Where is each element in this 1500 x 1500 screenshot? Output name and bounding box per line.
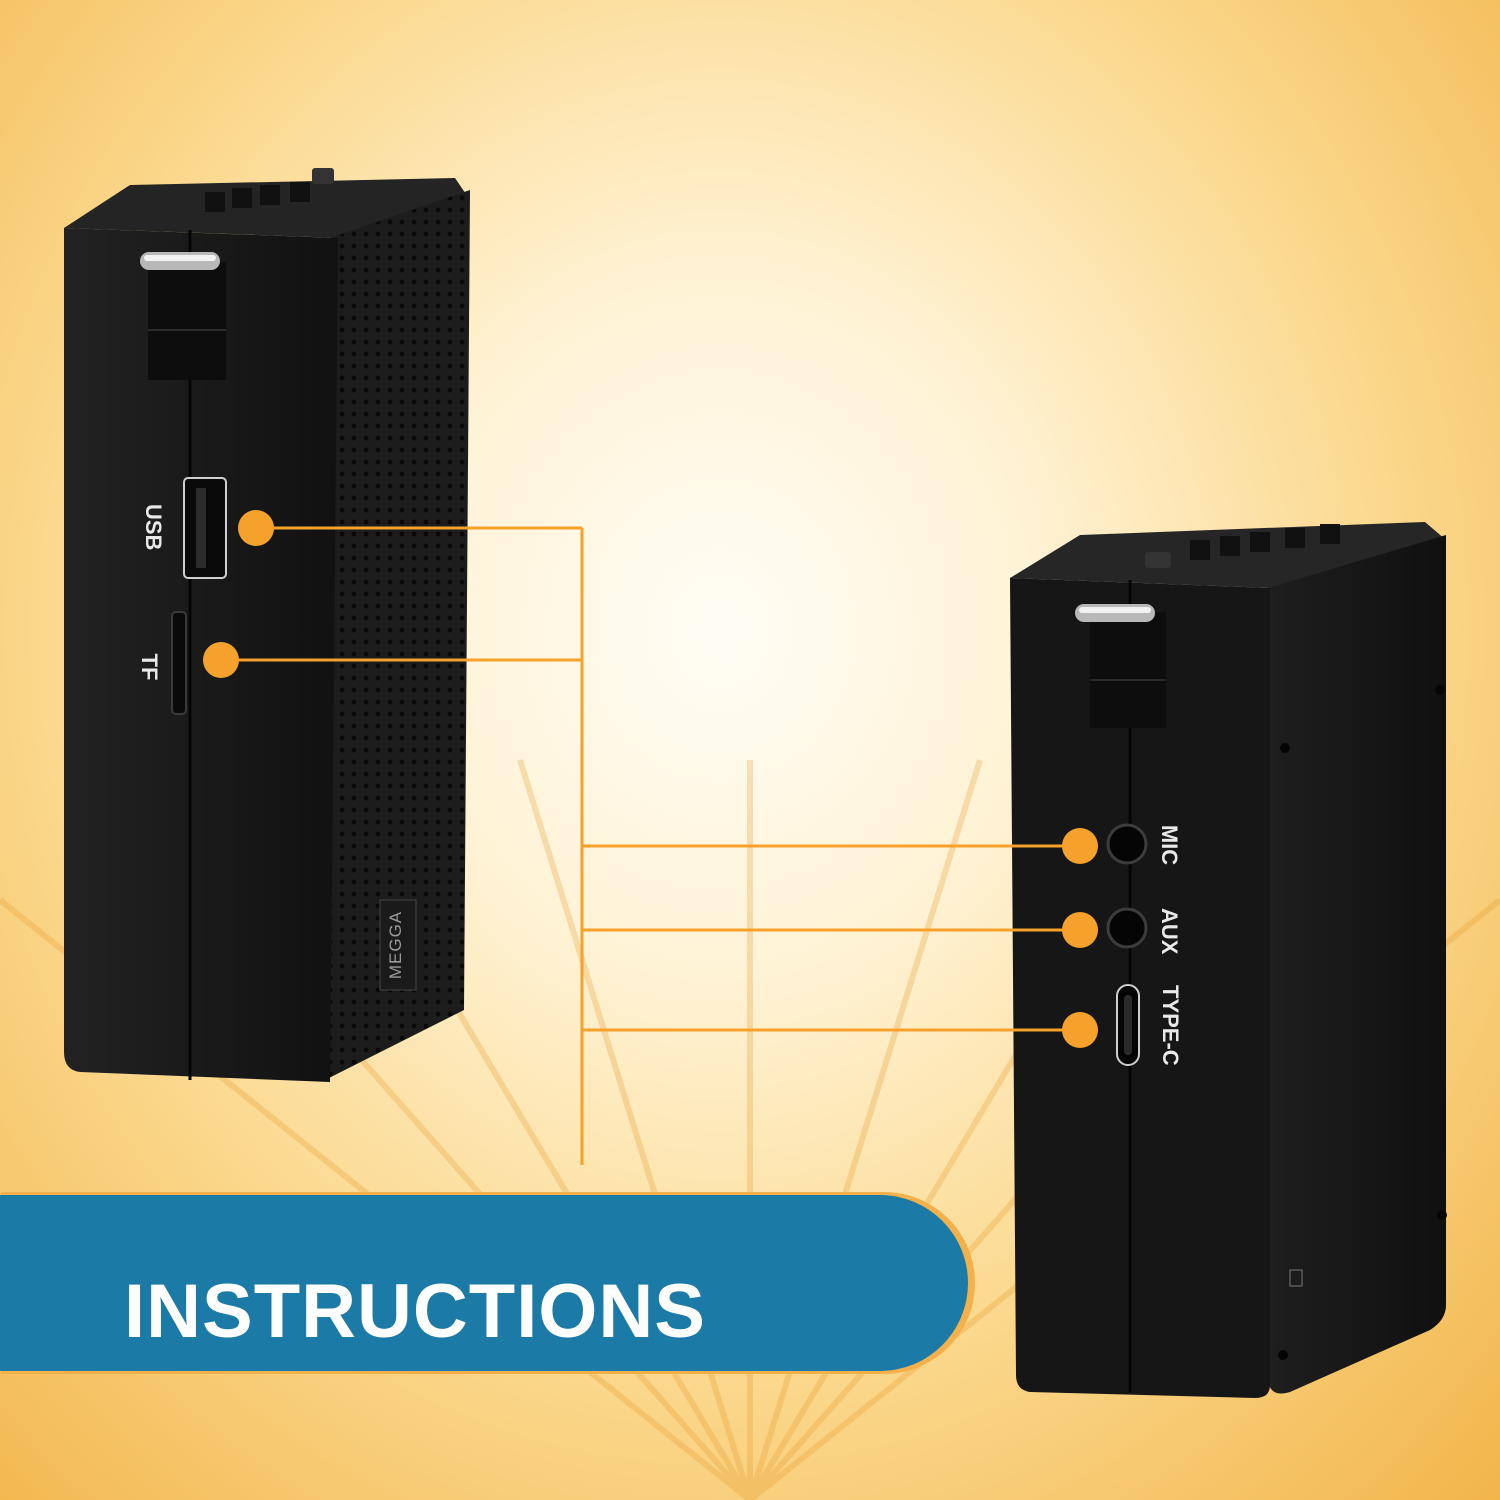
type-c-callout-dot bbox=[1062, 1012, 1098, 1048]
tf-port-label: TF bbox=[137, 653, 162, 681]
belt-clip-left bbox=[140, 252, 226, 380]
usb-port-label: USB bbox=[141, 504, 166, 551]
mic-port-label: MIC bbox=[1157, 824, 1182, 866]
left-device-top bbox=[64, 178, 470, 238]
usb-port bbox=[183, 477, 227, 579]
aux-callout-dot bbox=[1062, 912, 1098, 948]
type-c-port-label: TYPE-C bbox=[1158, 985, 1183, 1066]
brand-logo: MEGGA bbox=[386, 910, 405, 980]
right-device-side bbox=[1268, 535, 1446, 1394]
aux-jack bbox=[1106, 907, 1148, 949]
left-device-grille-side bbox=[325, 190, 470, 1080]
aux-port-label: AUX bbox=[1157, 908, 1182, 955]
left-speaker-device bbox=[64, 168, 470, 1082]
right-device-front bbox=[1010, 578, 1270, 1398]
right-speaker-device bbox=[1010, 522, 1447, 1398]
callout-lines bbox=[221, 526, 1080, 1165]
type-c-port bbox=[1116, 984, 1140, 1066]
tf-card-slot bbox=[171, 611, 187, 715]
banner-title: INSTRUCTIONS bbox=[124, 1269, 706, 1354]
usb-callout-dot bbox=[238, 510, 274, 546]
instructions-banner bbox=[0, 1195, 968, 1371]
left-device-front bbox=[64, 228, 338, 1082]
mic-jack bbox=[1106, 823, 1148, 865]
mic-callout-dot bbox=[1062, 828, 1098, 864]
belt-clip-right bbox=[1075, 604, 1166, 728]
tf-callout-dot bbox=[203, 642, 239, 678]
